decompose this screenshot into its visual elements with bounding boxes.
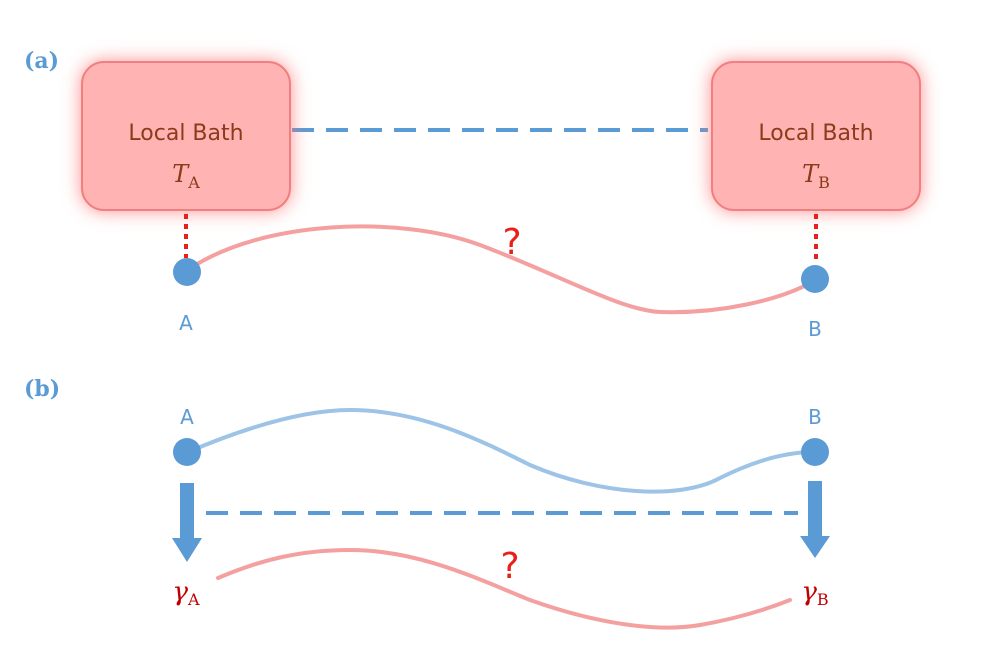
panel-b-label: (b): [24, 376, 60, 402]
node-a-left-label: A: [179, 311, 193, 335]
node-a-right-label: B: [808, 317, 822, 341]
local-bath-left: Local Bath TA: [81, 61, 291, 211]
gamma-right-symbol: γ: [801, 577, 817, 607]
node-b-right: [801, 438, 829, 466]
bath-right-title: Local Bath: [758, 121, 873, 146]
node-b-left: [173, 438, 201, 466]
question-mark-b: ?: [500, 546, 519, 587]
bath-left-temperature: TA: [172, 160, 200, 192]
gamma-right-subscript: B: [817, 590, 829, 609]
bath-left-title: Local Bath: [128, 121, 243, 146]
bath-left-temp-subscript: A: [187, 173, 200, 192]
panel-b: (b) A B ? γA γB: [24, 376, 830, 630]
arrow-down-right-icon: [800, 481, 830, 558]
question-mark-a: ?: [502, 222, 521, 263]
node-a-right: [801, 265, 829, 293]
bath-right-box: [711, 61, 921, 211]
bath-right-temp-subscript: B: [818, 173, 830, 192]
panel-a: (a) Local Bath TA Local Bath TB ? A: [24, 48, 921, 341]
node-a-left: [173, 258, 201, 286]
gamma-left-symbol: γ: [172, 577, 188, 607]
bath-left-box: [81, 61, 291, 211]
bath-right-temp-symbol: T: [802, 160, 820, 188]
system-curve-b: [186, 407, 816, 494]
gamma-left-label: γA: [172, 577, 200, 609]
gamma-right-label: γB: [801, 577, 828, 609]
correlation-curve-b: [216, 547, 792, 630]
bath-left-temp-symbol: T: [172, 160, 190, 188]
node-b-right-label: B: [808, 405, 822, 429]
gamma-left-subscript: A: [187, 590, 200, 609]
bath-right-temperature: TB: [802, 160, 830, 192]
arrow-down-left-icon: [172, 483, 202, 562]
local-bath-right: Local Bath TB: [711, 61, 921, 211]
node-b-left-label: A: [180, 405, 194, 429]
panel-a-label: (a): [24, 48, 59, 74]
correlation-curve-a: [186, 224, 814, 315]
